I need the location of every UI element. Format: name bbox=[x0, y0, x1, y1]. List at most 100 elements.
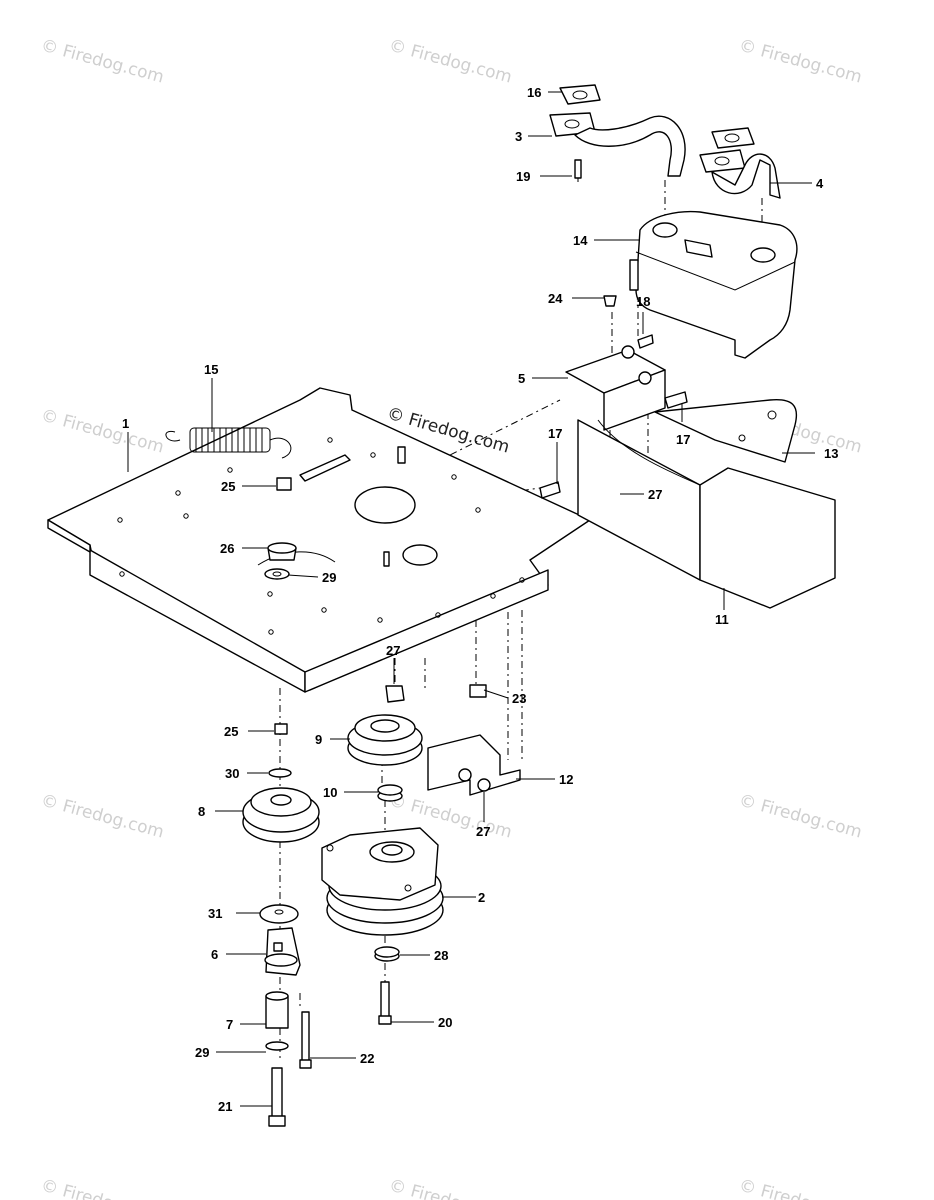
deck-plate-arc-slot bbox=[257, 551, 336, 566]
deck-plate-pin bbox=[397, 446, 406, 464]
muffler-seam bbox=[635, 251, 796, 291]
heat-shield-13 bbox=[654, 398, 797, 463]
callout-31: 31 bbox=[208, 906, 222, 921]
idler-arm-6 bbox=[264, 927, 301, 976]
muffler-end-cap bbox=[629, 259, 639, 291]
watermark-top-middle: © Firedog.com bbox=[387, 36, 514, 88]
muffler bbox=[629, 210, 798, 359]
callout-8: 8 bbox=[198, 804, 205, 819]
callout-14: 14 bbox=[573, 233, 588, 248]
callout-21: 21 bbox=[218, 1099, 232, 1114]
deck-plate-side-flange bbox=[304, 569, 549, 693]
watermark-bottom-right: © Firedog.com bbox=[737, 1176, 864, 1200]
callout-leaders bbox=[127, 91, 815, 1107]
idler-pulley-8 bbox=[242, 787, 320, 843]
bracket-12-body bbox=[427, 734, 521, 796]
callout-27-lower: 27 bbox=[476, 824, 490, 839]
nut-27-lower bbox=[385, 685, 405, 703]
shield-11-edge bbox=[597, 419, 701, 486]
spring-hook-right bbox=[269, 437, 292, 459]
deck-plate-slot bbox=[299, 454, 351, 482]
bolt-20 bbox=[378, 981, 392, 1025]
callout-25-lower: 25 bbox=[224, 724, 238, 739]
deck-plate bbox=[47, 387, 591, 693]
deck-plate-small-hole bbox=[402, 544, 438, 566]
callout-16: 16 bbox=[527, 85, 541, 100]
bracket-12-nut-b bbox=[477, 778, 491, 792]
heat-shield-13-plate bbox=[654, 398, 797, 463]
callout-17-right: 17 bbox=[676, 432, 690, 447]
gasket-16 bbox=[559, 84, 601, 105]
bracket-5-nut-a bbox=[621, 345, 635, 359]
spacer-10 bbox=[377, 784, 403, 802]
callout-13: 13 bbox=[824, 446, 838, 461]
callout-12: 12 bbox=[559, 772, 573, 787]
deck-plate-center-hole bbox=[354, 486, 416, 524]
muffler-inlet-left bbox=[652, 222, 678, 238]
watermark-lower-right: © Firedog.com bbox=[737, 791, 864, 843]
exhaust-pipe-left bbox=[549, 84, 686, 179]
washer-30 bbox=[268, 768, 292, 778]
bolt-17-lower bbox=[539, 481, 561, 499]
shield-11 bbox=[577, 419, 836, 609]
callout-29-lower: 29 bbox=[195, 1045, 209, 1060]
deck-plate-left-lip bbox=[47, 519, 91, 553]
deck-plate-holes bbox=[117, 437, 525, 635]
muffler-plate bbox=[684, 239, 713, 258]
bolt-23-head bbox=[469, 684, 487, 698]
callout-28: 28 bbox=[434, 948, 448, 963]
callout-9: 9 bbox=[315, 732, 322, 747]
washer-29-lower bbox=[265, 1041, 289, 1051]
pto-clutch-housing bbox=[321, 827, 439, 901]
bolt-17-upper bbox=[664, 391, 688, 409]
callout-3: 3 bbox=[515, 129, 522, 144]
shield-11-side bbox=[699, 467, 836, 609]
bracket-12-nut-a bbox=[458, 768, 472, 782]
washer-28 bbox=[374, 946, 400, 962]
callout-25-upper: 25 bbox=[221, 479, 235, 494]
spring-hook-left bbox=[165, 430, 181, 442]
pipe-4-flange bbox=[699, 149, 746, 173]
callout-10: 10 bbox=[323, 785, 337, 800]
pto-clutch-2 bbox=[321, 827, 444, 936]
callout-5: 5 bbox=[518, 371, 525, 386]
spacer-25-upper bbox=[276, 477, 292, 491]
bolt-21 bbox=[268, 1067, 286, 1127]
callout-7: 7 bbox=[226, 1017, 233, 1032]
bolt-24 bbox=[603, 295, 617, 307]
callout-19: 19 bbox=[516, 169, 530, 184]
callout-27-upper: 27 bbox=[648, 487, 662, 502]
callout-2: 2 bbox=[478, 890, 485, 905]
callout-22: 22 bbox=[360, 1051, 374, 1066]
callout-27-middle: 27 bbox=[386, 643, 400, 658]
watermark-lower-left: © Firedog.com bbox=[39, 791, 166, 843]
callout-26: 26 bbox=[220, 541, 234, 556]
stud-19 bbox=[574, 159, 582, 179]
callout-29-upper: 29 bbox=[322, 570, 336, 585]
bracket-5-nut-b bbox=[638, 371, 652, 385]
callout-4: 4 bbox=[816, 176, 824, 191]
callout-23: 23 bbox=[512, 691, 526, 706]
plate-hardware bbox=[264, 477, 487, 703]
bolt-22 bbox=[299, 1011, 312, 1069]
callout-30: 30 bbox=[225, 766, 239, 781]
watermark-top-right: © Firedog.com bbox=[737, 36, 864, 88]
spring-coils bbox=[195, 428, 263, 452]
bushing-7 bbox=[265, 991, 289, 1029]
callout-1: 1 bbox=[122, 416, 129, 431]
callout-labels: 1 2 3 4 5 6 7 8 9 10 11 12 13 14 15 16 1… bbox=[122, 85, 838, 1114]
watermark-top-left: © Firedog.com bbox=[39, 36, 166, 88]
idler-pulley-9 bbox=[347, 714, 423, 766]
callout-6: 6 bbox=[211, 947, 218, 962]
spacer-25-lower bbox=[274, 723, 288, 735]
pipe-4-tube bbox=[711, 153, 781, 199]
watermark-bottom-left: © Firedog.com bbox=[39, 1176, 166, 1200]
callout-17-left: 17 bbox=[548, 426, 562, 441]
pipe-4-gasket bbox=[711, 127, 755, 149]
bracket-12 bbox=[427, 734, 521, 796]
callout-20: 20 bbox=[438, 1015, 452, 1030]
watermark-bottom-middle: © Firedog.com bbox=[387, 1176, 514, 1200]
callout-18: 18 bbox=[636, 294, 650, 309]
callout-24: 24 bbox=[548, 291, 563, 306]
